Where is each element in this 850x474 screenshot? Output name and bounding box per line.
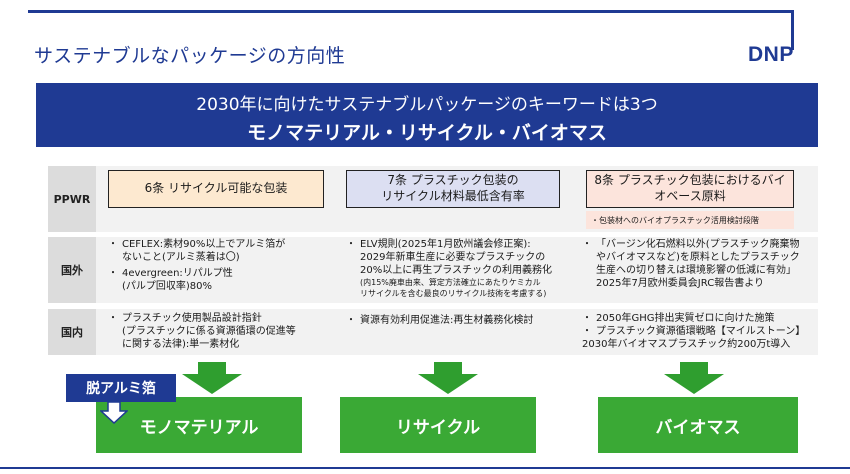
strategy-line-1: プラスチック資源循環戦略【マイルストーン】 xyxy=(596,326,806,337)
banner-line-1: 2030年に向けたサステナブルパッケージのキーワードは3つ xyxy=(196,95,658,115)
target-recycle: リサイクル xyxy=(340,397,536,453)
overseas-biomass-cell: 「バージン化石燃料以外(プラスチック廃棄物 やバイオマスなど)を原料としたプラス… xyxy=(582,238,812,290)
list-item: プラスチック資源循環戦略【マイルストーン】 xyxy=(582,325,814,338)
evergreen-line-2: (パルプ回収率)80% xyxy=(122,281,213,292)
resource-law-line: 資源有効利用促進法:再生材義務化検討 xyxy=(360,315,534,326)
ceflex-line-2: ないこと(アルミ蒸着は〇) xyxy=(122,252,240,263)
jrc-line-3: 生産への切り替えは環境影響の低減に有効」 xyxy=(596,265,796,276)
jrc-line-4: 2025年7月欧州委員会JRC報告書より xyxy=(596,278,764,289)
elv-note-2: リサイクルを含む最良のリサイクル技術を考慮する) xyxy=(360,289,547,298)
domestic-monomaterial-cell: プラスチック使用製品設計指針 (プラスチックに係る資源循環の促進等 に関する法律… xyxy=(108,312,338,351)
row-label-overseas: 国外 xyxy=(48,237,96,303)
list-item: 4evergreen:リパルプ性 (パルプ回収率)80% xyxy=(108,267,338,293)
down-arrow-icon xyxy=(182,362,242,394)
row-label-domestic: 国内 xyxy=(48,309,96,355)
target-monomaterial: モノマテリアル xyxy=(96,397,302,453)
bottom-rule xyxy=(0,467,850,469)
row-label-ppwr: PPWR xyxy=(48,166,96,232)
elv-line-1: ELV規則(2025年1月欧州議会修正案): xyxy=(360,239,531,250)
down-arrow-icon xyxy=(418,362,478,394)
overseas-monomaterial-cell: CEFLEX:素材90%以上でアルミ箔が ないこと(アルミ蒸着は〇) 4ever… xyxy=(108,238,338,293)
list-item: 2050年GHG排出実質ゼロに向けた施策 xyxy=(582,312,814,325)
design-guideline-line-3: に関する法律):単一素材化 xyxy=(122,339,240,350)
evergreen-line-1: 4evergreen:リパルプ性 xyxy=(122,268,233,279)
elv-line-2: 2029年新車生産に必要なプラスチックの xyxy=(360,252,546,263)
ghg-line: 2050年GHG排出実質ゼロに向けた施策 xyxy=(596,313,775,324)
slide-title: サステナブルなパッケージの方向性 xyxy=(34,45,346,67)
jrc-line-1: 「バージン化石燃料以外(プラスチック廃棄物 xyxy=(596,239,800,250)
strategy-line-2: 2030年バイオマスプラスチック約200万t導入 xyxy=(582,339,791,350)
top-rule-corner xyxy=(791,10,794,50)
ppwr-article-7-line-1: 7条 プラスチック包装の xyxy=(387,173,519,188)
banner-line-2: モノマテリアル・リサイクル・バイオマス xyxy=(247,122,607,144)
down-arrow-icon xyxy=(100,402,128,424)
ppwr-article-8-note: ・包装材へのバイオプラスチック活用検討段階 xyxy=(586,211,794,229)
dnp-logo: DNP xyxy=(748,43,794,66)
tag-no-aluminum-foil: 脱アルミ箔 xyxy=(66,374,176,402)
list-item: 資源有効利用促進法:再生材義務化検討 xyxy=(346,314,572,327)
ceflex-line-1: CEFLEX:素材90%以上でアルミ箔が xyxy=(122,239,286,250)
ppwr-article-8-line-2: オベース原料 xyxy=(654,189,726,203)
jrc-line-2: やバイオマスなど)を原料としたプラスチック xyxy=(596,252,800,263)
domestic-biomass-cell: 2050年GHG排出実質ゼロに向けた施策 プラスチック資源循環戦略【マイルストー… xyxy=(582,312,814,351)
domestic-recycle-cell: 資源有効利用促進法:再生材義務化検討 xyxy=(346,314,572,327)
target-biomass: バイオマス xyxy=(598,397,798,453)
list-item: ELV規則(2025年1月欧州議会修正案): 2029年新車生産に必要なプラスチ… xyxy=(346,238,572,299)
keyword-banner: 2030年に向けたサステナブルパッケージのキーワードは3つ モノマテリアル・リサ… xyxy=(36,83,818,147)
elv-line-3: 20%以上に再生プラスチックの利用義務化 xyxy=(360,265,553,276)
ppwr-article-8-line-1: 8条 プラスチック包装におけるバイ xyxy=(594,173,786,188)
list-item: CEFLEX:素材90%以上でアルミ箔が ないこと(アルミ蒸着は〇) xyxy=(108,238,338,264)
design-guideline-line-2: (プラスチックに係る資源循環の促進等 xyxy=(122,326,296,337)
ppwr-article-7-line-2: リサイクル材料最低含有率 xyxy=(381,189,525,203)
ppwr-article-7: 7条 プラスチック包装の リサイクル材料最低含有率 xyxy=(346,170,560,208)
top-rule xyxy=(28,10,794,13)
elv-note-1: (内15%廃車由来、算定方法確立にあたりケミカル xyxy=(360,278,541,287)
ppwr-article-6-text: 6条 リサイクル可能な包装 xyxy=(144,181,288,196)
list-item: プラスチック使用製品設計指針 (プラスチックに係る資源循環の促進等 に関する法律… xyxy=(108,312,338,351)
list-item: 「バージン化石燃料以外(プラスチック廃棄物 やバイオマスなど)を原料としたプラス… xyxy=(582,238,812,290)
ppwr-article-8: 8条 プラスチック包装におけるバイ オベース原料 xyxy=(586,170,794,208)
ppwr-article-6: 6条 リサイクル可能な包装 xyxy=(108,170,324,208)
overseas-recycle-cell: ELV規則(2025年1月欧州議会修正案): 2029年新車生産に必要なプラスチ… xyxy=(346,238,572,299)
down-arrow-icon xyxy=(664,362,724,394)
design-guideline-line-1: プラスチック使用製品設計指針 xyxy=(122,313,262,324)
